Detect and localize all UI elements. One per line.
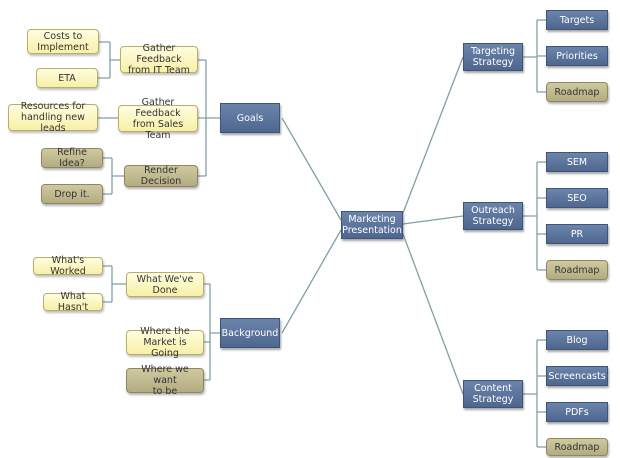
node-marketing-presentation[interactable]: Marketing Presentation bbox=[341, 211, 403, 239]
connector-center-goals bbox=[281, 117, 342, 221]
node-gather-feedback-it[interactable]: Gather Feedback from IT Team bbox=[120, 43, 198, 76]
node-blog[interactable]: Blog bbox=[546, 330, 608, 350]
node-pdfs[interactable]: PDFs bbox=[546, 402, 608, 422]
node-render-decision[interactable]: Render Decision bbox=[124, 165, 198, 187]
node-what-weve-done[interactable]: What We've Done bbox=[126, 272, 204, 297]
node-goals[interactable]: Goals bbox=[220, 103, 280, 133]
connector-center-content bbox=[402, 233, 464, 395]
connector-done-children bbox=[103, 265, 126, 303]
node-roadmap-outreach[interactable]: Roadmap bbox=[546, 260, 608, 280]
node-background[interactable]: Background bbox=[220, 318, 280, 348]
connector-background-children bbox=[204, 283, 220, 381]
node-where-we-want-to-be[interactable]: Where we want to be bbox=[126, 364, 204, 397]
node-roadmap-content[interactable]: Roadmap bbox=[546, 438, 608, 456]
node-seo[interactable]: SEO bbox=[546, 188, 608, 208]
connector-goals-children bbox=[198, 59, 220, 177]
node-eta[interactable]: ETA bbox=[36, 68, 98, 88]
node-what-hasnt[interactable]: What Hasn't bbox=[43, 291, 103, 313]
connector-outreach-children bbox=[523, 161, 546, 271]
connector-content-children bbox=[523, 339, 546, 448]
node-where-market-going[interactable]: Where the Market is Going bbox=[126, 326, 204, 359]
connector-center-targeting bbox=[402, 56, 464, 214]
node-outreach-strategy[interactable]: Outreach Strategy bbox=[463, 202, 523, 230]
connector-targeting-children bbox=[523, 19, 546, 93]
connector-decision-children bbox=[103, 157, 124, 195]
node-targets[interactable]: Targets bbox=[546, 10, 608, 30]
node-pr[interactable]: PR bbox=[546, 224, 608, 244]
connector-center-outreach bbox=[402, 215, 464, 225]
node-content-strategy[interactable]: Content Strategy bbox=[463, 380, 523, 408]
node-whats-worked[interactable]: What's Worked bbox=[33, 255, 103, 277]
node-screencasts[interactable]: Screencasts bbox=[546, 366, 608, 386]
connector-center-background bbox=[281, 229, 342, 334]
node-targeting-strategy[interactable]: Targeting Strategy bbox=[463, 43, 523, 71]
node-drop-it[interactable]: Drop it. bbox=[41, 184, 103, 204]
node-gather-feedback-sales[interactable]: Gather Feedback from Sales Team bbox=[118, 97, 198, 141]
node-costs-to-implement[interactable]: Costs to Implement bbox=[27, 29, 99, 54]
node-refine-idea[interactable]: Refine Idea? bbox=[41, 147, 103, 169]
node-priorities[interactable]: Priorities bbox=[546, 46, 608, 66]
connector-it-children bbox=[98, 41, 120, 79]
node-roadmap-targeting[interactable]: Roadmap bbox=[546, 82, 608, 102]
node-sem[interactable]: SEM bbox=[546, 152, 608, 172]
node-resources-new-leads[interactable]: Resources for handling new leads bbox=[8, 101, 98, 134]
